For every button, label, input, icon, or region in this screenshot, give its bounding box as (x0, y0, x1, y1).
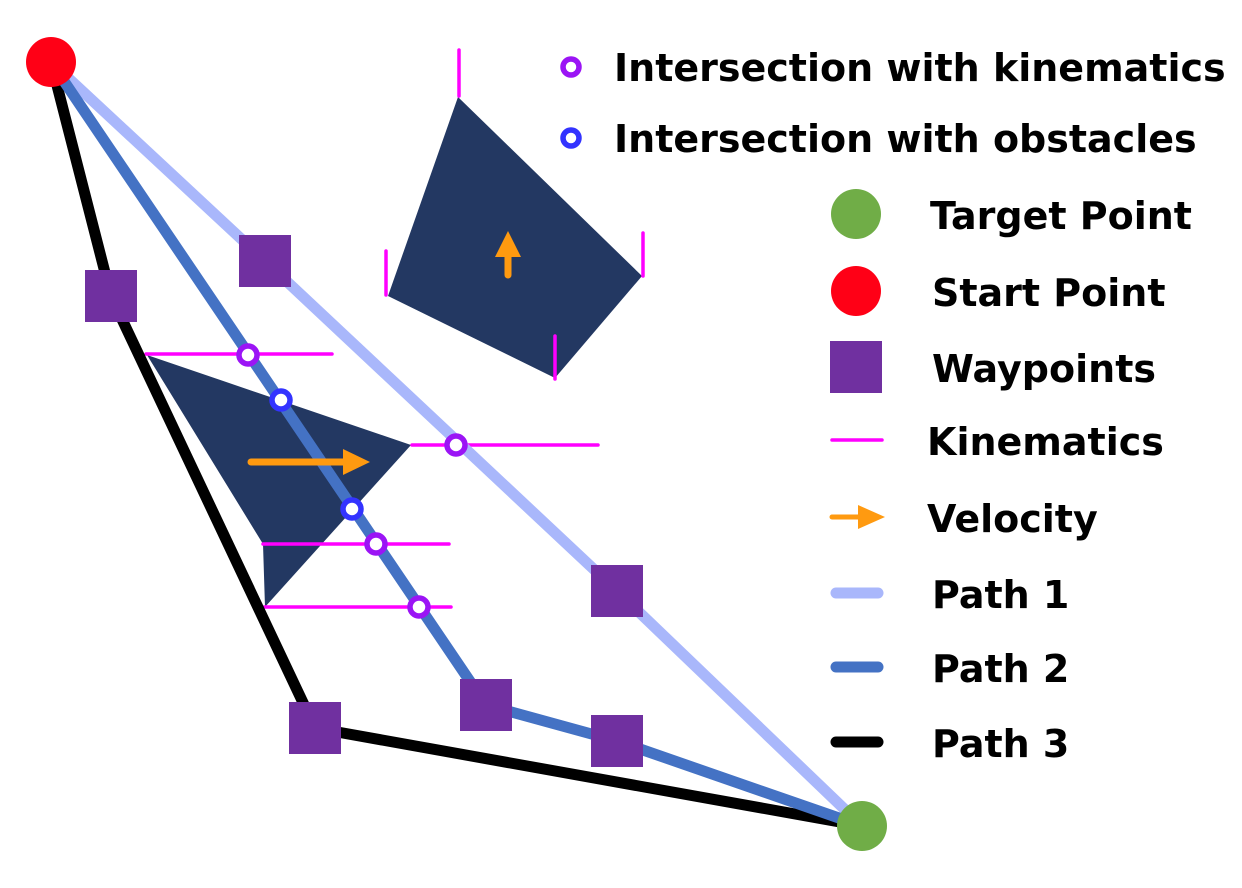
waypoint (591, 715, 643, 767)
path-1 (47, 57, 866, 830)
velocity-arrow-up (495, 231, 521, 279)
waypoint (460, 679, 512, 731)
legend-start-label: Start Point (932, 271, 1166, 315)
legend-waypoints-label: Waypoints (932, 347, 1156, 391)
obstacle-quadrilateral (388, 97, 642, 378)
legend-target-label: Target Point (930, 194, 1192, 238)
intersection-kinematics-marker (407, 595, 431, 619)
legend-velocity-icon (829, 505, 885, 529)
path-3 (45, 60, 863, 832)
legend-intersect-obstacles-label: Intersection with obstacles (614, 117, 1197, 161)
waypoint (239, 235, 291, 287)
legend-start-icon (831, 266, 881, 316)
waypoint (289, 702, 341, 754)
legend-intersect-obstacles-icon (560, 127, 582, 149)
legend-intersect-kinematics-icon (560, 56, 582, 78)
intersection-obstacle-marker (269, 388, 293, 412)
velocity-arrow-right (247, 449, 370, 475)
legend-velocity-label: Velocity (927, 497, 1098, 541)
legend-waypoint-icon (830, 341, 882, 393)
intersections-kinematics (236, 343, 468, 619)
waypoint (591, 565, 643, 617)
legend-target-icon (831, 189, 881, 239)
obstacle-triangle (147, 355, 411, 607)
waypoint (85, 270, 137, 322)
legend-intersect-kinematics-label: Intersection with kinematics (614, 46, 1226, 90)
waypoints (85, 235, 643, 767)
legend-path3-label: Path 3 (932, 722, 1069, 766)
intersection-kinematics-marker (236, 343, 260, 367)
target-point (837, 801, 887, 851)
intersections-obstacles (269, 388, 364, 521)
path-2 (46, 58, 864, 832)
legend-kinematics-label: Kinematics (927, 420, 1164, 464)
legend-path2-label: Path 2 (932, 647, 1069, 691)
legend-path1-label: Path 1 (932, 573, 1069, 617)
kinematics-lines-quad (384, 48, 645, 381)
intersection-kinematics-marker (444, 433, 468, 457)
start-point (26, 37, 76, 87)
legend: Intersection with kinematics Intersectio… (560, 46, 1226, 766)
intersection-kinematics-marker (364, 532, 388, 556)
intersection-obstacle-marker (340, 497, 364, 521)
